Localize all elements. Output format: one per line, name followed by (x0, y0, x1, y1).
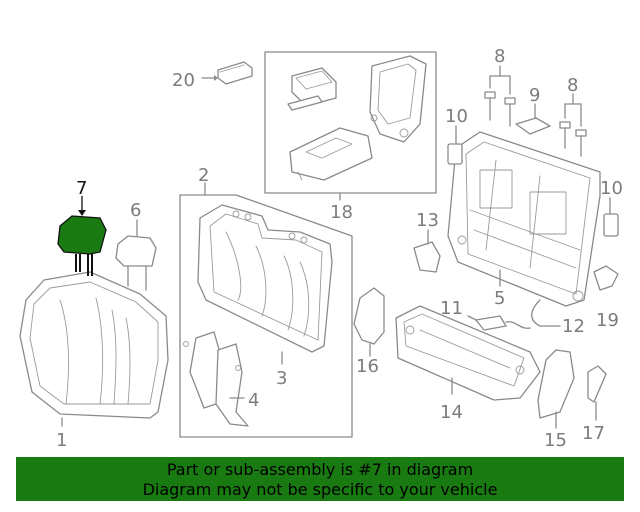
callout-1: 1 (56, 430, 67, 451)
callout-4: 4 (248, 390, 259, 411)
callout-10-left: 10 (445, 106, 468, 127)
callout-11: 11 (440, 298, 463, 319)
part-17 (587, 365, 607, 421)
part-13 (413, 229, 441, 273)
callout-7: 7 (76, 178, 87, 199)
callout-20: 20 (172, 70, 195, 91)
part-7-headrest (57, 196, 107, 276)
callout-9: 9 (529, 85, 540, 106)
callout-17: 17 (582, 423, 605, 444)
part-5-frame (447, 131, 601, 307)
part-14-track (395, 305, 541, 401)
part-6-headrest (115, 219, 157, 291)
callout-15: 15 (544, 430, 567, 451)
part-1-group (19, 271, 169, 427)
part-19 (593, 265, 619, 291)
callout-5: 5 (494, 288, 505, 309)
callout-10-right: 10 (600, 178, 623, 199)
part-info-banner: Part or sub-assembly is #7 in diagram Di… (16, 457, 624, 501)
callout-18: 18 (330, 202, 353, 223)
part-16 (353, 287, 385, 357)
callout-14: 14 (440, 402, 463, 423)
callout-3: 3 (276, 368, 287, 389)
part-15 (537, 349, 575, 429)
callout-12: 12 (562, 316, 585, 337)
callout-8-right: 8 (567, 75, 578, 96)
banner-line-1: Part or sub-assembly is #7 in diagram (166, 460, 474, 479)
part-20-group (201, 61, 253, 85)
callout-8-left: 8 (494, 46, 505, 67)
part-2-group (179, 182, 353, 438)
callout-19: 19 (596, 310, 619, 331)
part-18-group (264, 51, 437, 201)
callout-6: 6 (130, 200, 141, 221)
callout-2: 2 (198, 165, 209, 186)
callout-16: 16 (356, 356, 379, 377)
part-8-bolts (484, 65, 587, 157)
callout-13: 13 (416, 210, 439, 231)
part-9 (515, 103, 551, 135)
part-12 (531, 299, 561, 327)
part-11-cable (467, 315, 531, 331)
banner-line-2: Diagram may not be specific to your vehi… (142, 480, 498, 499)
part-10-clips (447, 125, 619, 237)
